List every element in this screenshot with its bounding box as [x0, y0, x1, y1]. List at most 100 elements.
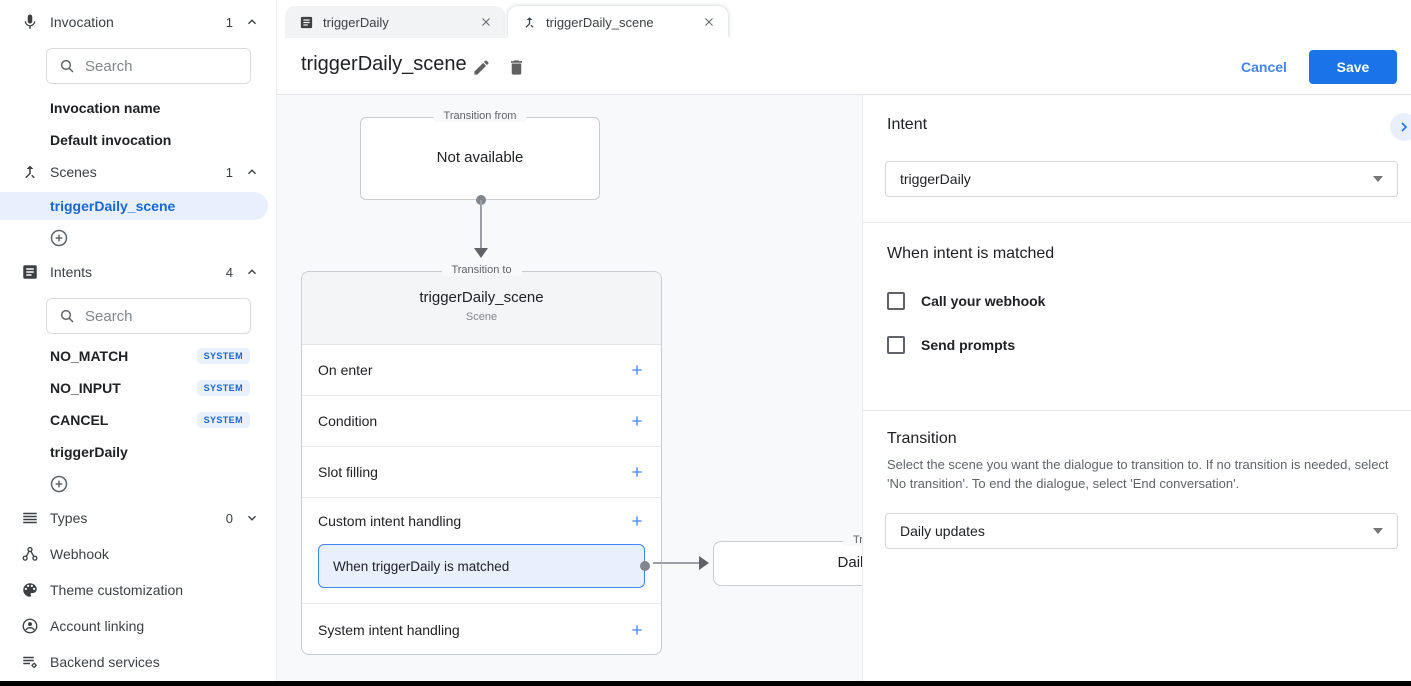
section-label: Scenes: [50, 164, 97, 180]
tab-triggerdaily-scene[interactable]: triggerDaily_scene: [508, 6, 728, 38]
search-icon: [59, 308, 75, 324]
chevron-right-icon: [1396, 119, 1411, 135]
add-custom-intent-icon[interactable]: [629, 513, 645, 529]
add-on-enter-icon[interactable]: [629, 362, 645, 378]
connector-line-horizontal: [653, 562, 701, 564]
send-prompts-checkbox-row[interactable]: Send prompts: [887, 335, 1015, 355]
connector-dot: [640, 561, 650, 571]
add-condition-icon[interactable]: [629, 413, 645, 429]
system-badge: SYSTEM: [196, 412, 250, 428]
divider: [863, 222, 1411, 223]
scene-row-condition: Condition: [302, 396, 661, 447]
section-count: 1: [225, 164, 233, 180]
types-icon: [18, 506, 42, 530]
save-button[interactable]: Save: [1309, 50, 1397, 84]
transition-dropdown-value: Daily updates: [900, 523, 985, 539]
sidebar-section-scenes[interactable]: Scenes 1: [0, 160, 277, 184]
scene-row-on-enter: On enter: [302, 345, 661, 396]
scene-node: Transition to triggerDaily_scene Scene O…: [301, 264, 662, 655]
sidebar-item-invocation-name[interactable]: Invocation name: [50, 100, 161, 116]
cancel-button[interactable]: Cancel: [1241, 59, 1287, 75]
tab-bar: triggerDaily triggerDaily_scene: [277, 0, 1411, 38]
sidebar-item-cancel[interactable]: CANCEL SYSTEM: [50, 410, 250, 430]
checkbox-unchecked[interactable]: [887, 292, 905, 310]
sidebar-item-backend-services[interactable]: Backend services: [0, 650, 277, 674]
section-count: 4: [225, 264, 233, 280]
tab-label: triggerDaily_scene: [546, 14, 654, 30]
microphone-icon: [18, 10, 42, 34]
matched-intent-item[interactable]: When triggerDaily is matched: [318, 544, 650, 588]
transition-target-node[interactable]: Transition to Daily updates: [713, 534, 862, 586]
transition-target-content: Daily updates: [837, 554, 862, 571]
sidebar-item-triggerdaily[interactable]: triggerDaily: [50, 444, 128, 460]
search-input[interactable]: [85, 57, 225, 75]
title-row: triggerDaily_scene Cancel Save: [277, 38, 1411, 95]
invocation-search[interactable]: [46, 48, 251, 84]
caret-down-icon: [1373, 528, 1383, 534]
scene-node-header: triggerDaily_scene Scene: [302, 272, 661, 345]
sidebar-item-no-input[interactable]: NO_INPUT SYSTEM: [50, 378, 250, 398]
transition-from-node: Transition from Not available: [360, 110, 600, 200]
sidebar-item-no-match[interactable]: NO_MATCH SYSTEM: [50, 346, 250, 366]
intent-details-panel: Intent triggerDaily When intent is match…: [862, 95, 1411, 681]
sidebar-section-invocation[interactable]: Invocation 1: [0, 10, 277, 34]
chevron-up-icon[interactable]: [245, 15, 259, 29]
system-badge: SYSTEM: [196, 380, 250, 396]
link-label: Theme customization: [50, 582, 184, 598]
scene-node-subtitle: Scene: [465, 311, 498, 323]
sidebar-item-triggerdaily-scene-selected[interactable]: triggerDaily_scene: [0, 192, 268, 220]
link-label: Account linking: [50, 618, 145, 634]
intents-search[interactable]: [46, 298, 251, 334]
intent-icon: [299, 15, 314, 30]
node-label: Transition from: [433, 110, 527, 122]
search-input[interactable]: [85, 307, 225, 325]
sidebar-section-intents[interactable]: Intents 4: [0, 260, 277, 284]
search-icon: [59, 58, 75, 74]
section-label: Types: [50, 510, 88, 526]
webhook-icon: [18, 542, 42, 566]
node-label: Transition to: [441, 264, 522, 276]
scene-diagram-canvas[interactable]: Transition from Not available Transition…: [277, 95, 862, 681]
chevron-down-icon[interactable]: [245, 511, 259, 525]
link-label: Webhook: [50, 546, 109, 562]
intent-dropdown[interactable]: triggerDaily: [885, 161, 1398, 197]
sidebar-section-types[interactable]: Types 0: [0, 506, 277, 530]
section-label: Intents: [50, 264, 93, 280]
chevron-up-icon[interactable]: [245, 265, 259, 279]
scenes-icon: [18, 160, 42, 184]
sidebar-item-default-invocation[interactable]: Default invocation: [50, 132, 172, 148]
add-system-intent-icon[interactable]: [629, 622, 645, 638]
tab-label: triggerDaily: [323, 14, 389, 30]
scene-node-title: triggerDaily_scene: [419, 289, 544, 306]
section-count: 0: [225, 510, 233, 526]
edit-icon[interactable]: [468, 54, 494, 80]
transition-heading: Transition: [887, 430, 957, 447]
tab-triggerdaily[interactable]: triggerDaily: [285, 6, 505, 38]
divider: [863, 410, 1411, 411]
delete-icon[interactable]: [503, 54, 529, 80]
section-count: 1: [225, 14, 233, 30]
close-icon[interactable]: [700, 13, 718, 31]
scene-icon: [522, 15, 537, 30]
node-label: Transition to: [842, 534, 862, 546]
scene-row-custom-intent-handling: Custom intent handling When triggerDaily…: [302, 498, 661, 604]
add-scene-button[interactable]: [48, 227, 70, 249]
transition-description: Select the scene you want the dialogue t…: [887, 457, 1389, 491]
transition-from-content: Not available: [436, 149, 524, 166]
system-badge: SYSTEM: [196, 348, 250, 364]
checkbox-label: Call your webhook: [921, 293, 1046, 309]
sidebar-item-webhook[interactable]: Webhook: [0, 542, 277, 566]
close-icon[interactable]: [477, 13, 495, 31]
intent-heading: Intent: [887, 116, 928, 133]
checkbox-unchecked[interactable]: [887, 336, 905, 354]
arrowhead-down-icon: [474, 248, 488, 258]
call-webhook-checkbox-row[interactable]: Call your webhook: [887, 291, 1045, 311]
sidebar-item-theme-customization[interactable]: Theme customization: [0, 578, 277, 602]
collapse-panel-button[interactable]: [1390, 113, 1411, 141]
sidebar-item-account-linking[interactable]: Account linking: [0, 614, 277, 638]
add-intent-button[interactable]: [48, 473, 70, 495]
connector-line-vertical: [480, 200, 482, 250]
transition-dropdown[interactable]: Daily updates: [885, 513, 1398, 549]
chevron-up-icon[interactable]: [245, 165, 259, 179]
add-slot-filling-icon[interactable]: [629, 464, 645, 480]
